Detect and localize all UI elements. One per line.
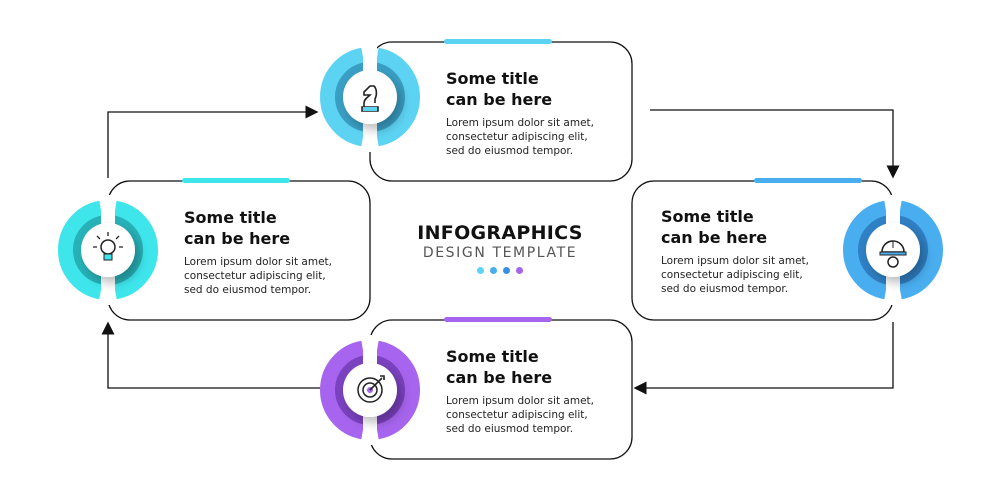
step-title: Some title can be here [661,207,768,247]
step-accent-bar [444,39,552,44]
step-left-text: Some title can be here Lorem ipsum dolor… [184,207,374,297]
step-accent-bar [182,178,290,183]
dot [516,267,523,274]
step-top-badge [320,42,420,152]
dot [490,267,497,274]
step-description: Lorem ipsum dolor sit amet, consectetur … [184,256,332,296]
center-heading: INFOGRAPHICS DESIGN TEMPLATE [400,222,600,274]
step-top-text: Some title can be here Lorem ipsum dolor… [446,68,636,158]
step-accent-bar [754,178,862,183]
step-right-badge [843,195,943,305]
lightbulb-icon [93,232,123,261]
step-right-text: Some title can be here Lorem ipsum dolor… [661,206,851,296]
step-title: Some title can be here [446,347,553,387]
target-icon [357,375,385,403]
step-description: Lorem ipsum dolor sit amet, consectetur … [446,117,594,157]
center-dots [400,267,600,274]
helmet-gear-icon [879,240,907,268]
center-title: INFOGRAPHICS [417,222,583,244]
step-description: Lorem ipsum dolor sit amet, consectetur … [661,255,809,295]
step-bottom-badge [320,335,420,445]
step-title: Some title can be here [446,69,553,109]
center-subtitle: DESIGN TEMPLATE [422,245,578,261]
dot [503,267,510,274]
step-bottom-text: Some title can be here Lorem ipsum dolor… [446,346,636,436]
dot [477,267,484,274]
step-description: Lorem ipsum dolor sit amet, consectetur … [446,395,594,435]
step-left-badge [58,195,158,305]
step-accent-bar [444,317,552,322]
chess-knight-icon [361,85,379,112]
connector-arrows [101,105,900,395]
step-title: Some title can be here [184,208,291,248]
